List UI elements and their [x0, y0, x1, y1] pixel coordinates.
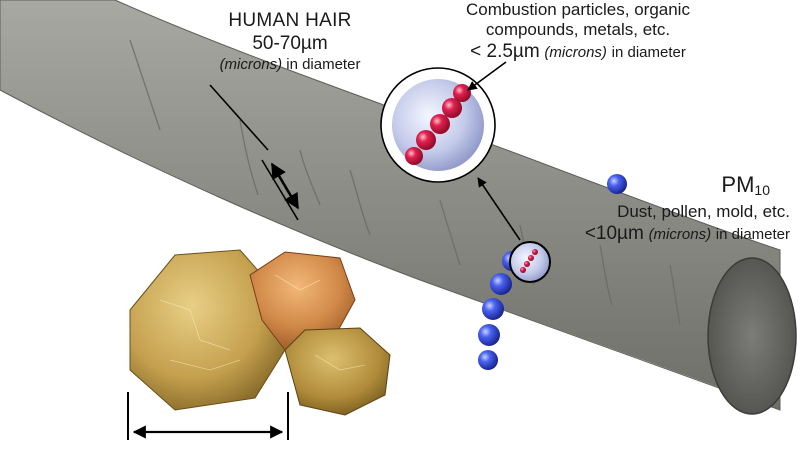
human-hair-unit-note: (microns) [219, 55, 283, 73]
human-hair-label: HUMAN HAIR 50-70µm (microns) in diameter [170, 10, 410, 74]
hair-diameter-arrow [209, 84, 300, 221]
sand-size-arrow [127, 392, 289, 440]
human-hair [0, 0, 797, 415]
human-hair-size: 50-70µm [252, 32, 328, 54]
pm25-magnified-view [380, 67, 496, 183]
magnify-arrow [477, 177, 521, 241]
pm10-legend-bead [607, 174, 627, 194]
pm25-label: Combustion particles, organic compounds,… [428, 0, 728, 64]
pm25-unit-note: (microns) [544, 43, 607, 61]
hair-cross-section [707, 257, 797, 415]
pm10-subscript: 10 [754, 181, 770, 198]
pm25-label-arrow [467, 61, 507, 91]
pm25-line1: Combustion particles, organic [466, 0, 690, 19]
pm10-name: PM [721, 172, 755, 197]
human-hair-title: HUMAN HAIR [228, 10, 352, 31]
pm25-line2: compounds, metals, etc. [485, 20, 671, 40]
pm25-unit-suffix: in diameter [611, 43, 686, 61]
sand-grains [129, 249, 391, 416]
pm10-description: Dust, pollen, mold, etc. [617, 202, 790, 222]
pm25-size: < 2.5µm [470, 40, 540, 62]
pm10-unit-note: (microns) [648, 225, 712, 243]
pm10-size: <10µm [584, 222, 644, 244]
pm25-focus-circle [509, 241, 551, 283]
human-hair-unit-suffix: in diameter [286, 55, 361, 73]
pm10-unit-suffix: in diameter [715, 225, 790, 243]
